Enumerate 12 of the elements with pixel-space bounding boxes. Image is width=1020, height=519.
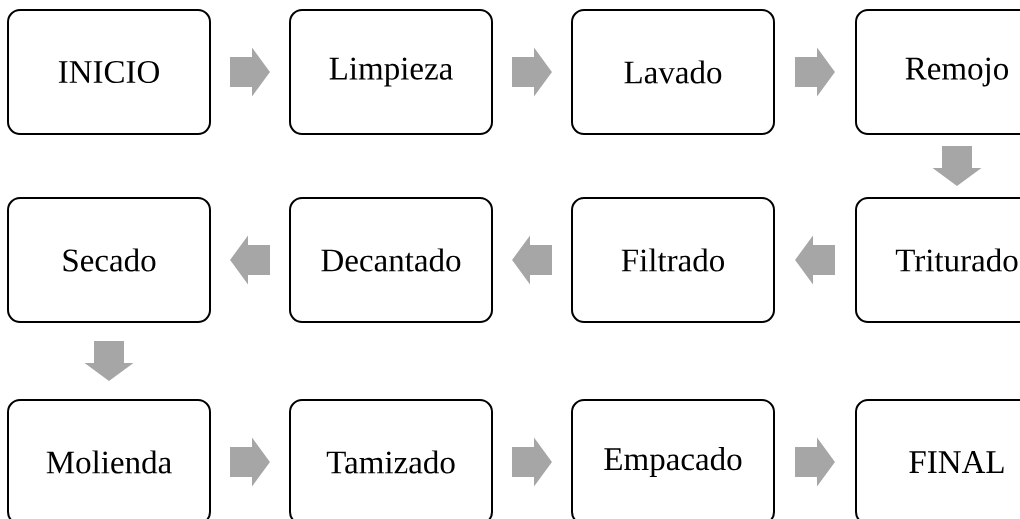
process-box: Filtrado [571, 197, 775, 323]
process-box: Decantado [289, 197, 493, 323]
process-box: Triturado [855, 197, 1020, 323]
process-box: Limpieza [289, 9, 493, 135]
process-box: Tamizado [289, 399, 493, 519]
process-box: Molienda [7, 399, 211, 519]
process-box: FINAL [855, 399, 1020, 519]
process-box: INICIO [7, 9, 211, 135]
process-box: Secado [7, 197, 211, 323]
process-box: Empacado [571, 399, 775, 519]
process-box: Lavado [571, 9, 775, 135]
process-box: Remojo [855, 9, 1020, 135]
